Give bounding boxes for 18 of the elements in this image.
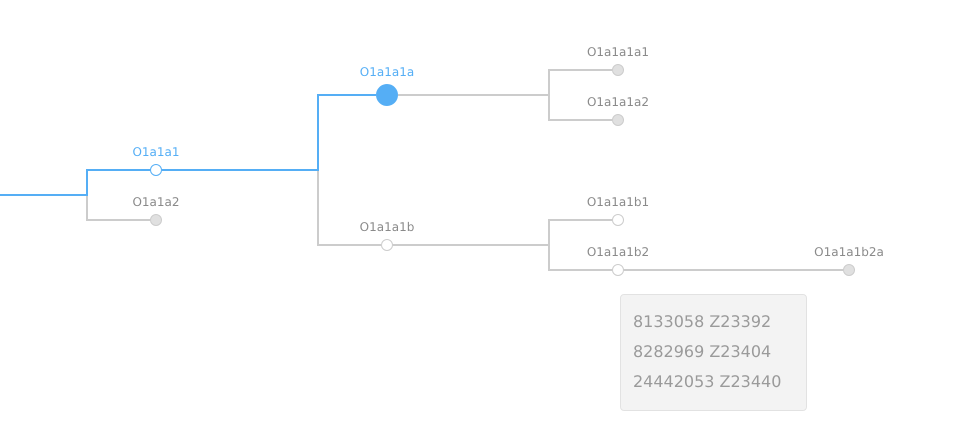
tree-branch-line bbox=[0, 169, 150, 196]
tree-branch-line bbox=[624, 269, 843, 271]
node-label: O1a1a1 bbox=[131, 145, 181, 160]
node-label: O1a1a1b2a bbox=[813, 245, 885, 260]
tooltip-text: 8133058 Z23392 bbox=[633, 311, 772, 333]
tooltip-text: 8282969 Z23404 bbox=[633, 341, 772, 363]
tooltip-text: 24442053 Z23440 bbox=[633, 371, 782, 393]
node-label: O1a1a2 bbox=[131, 195, 181, 210]
node-label: O1a1a1b2 bbox=[586, 245, 650, 260]
tree-branch-line bbox=[398, 94, 612, 121]
tooltip-panel bbox=[620, 294, 807, 411]
node-label: O1a1a1b bbox=[358, 220, 416, 235]
node-label: O1a1a1a bbox=[358, 65, 416, 80]
tree-branch-line bbox=[393, 244, 612, 271]
node-label: O1a1a1b1 bbox=[586, 195, 650, 210]
node-label: O1a1a1a1 bbox=[586, 45, 650, 60]
tree-branch-line bbox=[162, 94, 376, 171]
node-label: O1a1a1a2 bbox=[586, 95, 650, 110]
